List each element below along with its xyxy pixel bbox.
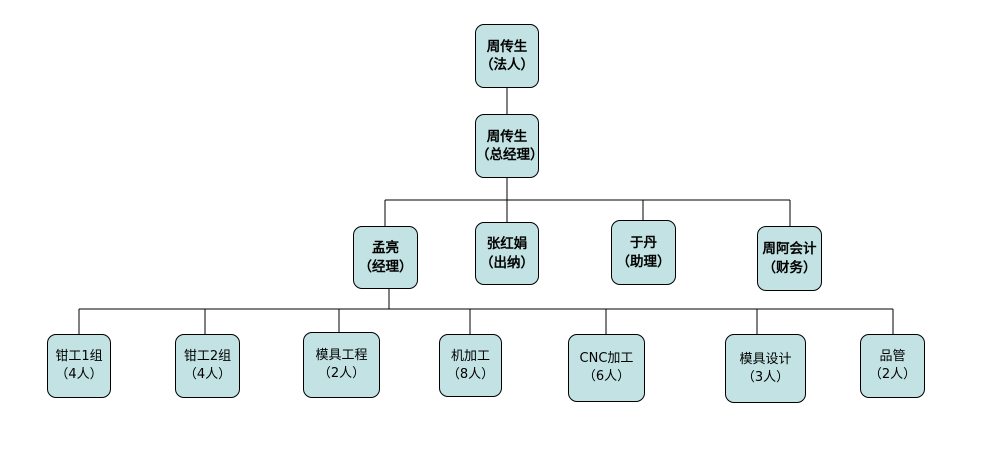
node-assistant: 于丹 （助理） (611, 220, 676, 285)
node-name: 周阿会计 (762, 241, 817, 258)
node-name: 模具设计 (739, 351, 792, 367)
node-fitter-group-2: 钳工2组 （4人） (175, 334, 240, 398)
node-role: （法人） (480, 57, 534, 73)
node-name: 周传生 (486, 128, 528, 145)
node-name: 张红娟 (486, 236, 528, 253)
node-quality-control: 品管 （2人） (860, 334, 925, 398)
node-role: （助理） (616, 253, 671, 270)
node-machining: 机加工 （8人） (439, 334, 502, 397)
node-role: （2人） (317, 366, 366, 381)
node-role: （3人） (741, 369, 790, 385)
node-name: 钳工2组 (183, 349, 232, 365)
node-name: 模具工程 (315, 348, 368, 364)
node-cashier: 张红娟 （出纳） (475, 222, 539, 285)
node-role: （4人） (183, 367, 232, 382)
node-name: 品管 (879, 349, 906, 365)
node-name: 孟亮 (372, 240, 399, 257)
node-role: （2人） (868, 367, 917, 382)
node-general-manager: 周传生 （总经理） (475, 114, 544, 178)
node-manager: 孟亮 （经理） (353, 226, 418, 289)
node-role: （6人） (582, 369, 631, 384)
node-mold-design: 模具设计 （3人） (725, 334, 806, 403)
node-role: （经理） (358, 258, 413, 275)
node-mold-engineering: 模具工程 （2人） (303, 332, 380, 398)
node-role: （总经理） (476, 147, 544, 163)
node-name: 于丹 (630, 235, 657, 252)
node-legal-representative: 周传生 （法人） (475, 24, 539, 88)
node-role: （财务） (762, 259, 817, 276)
node-name: CNC加工 (579, 351, 634, 367)
node-name: 周传生 (486, 38, 528, 55)
node-fitter-group-1: 钳工1组 （4人） (47, 334, 111, 398)
node-name: 钳工1组 (55, 349, 103, 365)
node-cnc-machining: CNC加工 （6人） (568, 334, 645, 402)
node-accountant: 周阿会计 （财务） (757, 226, 822, 291)
node-role: （4人） (55, 367, 103, 382)
node-role: （出纳） (480, 254, 534, 271)
node-role: （8人） (446, 366, 495, 382)
node-name: 机加工 (450, 348, 490, 364)
